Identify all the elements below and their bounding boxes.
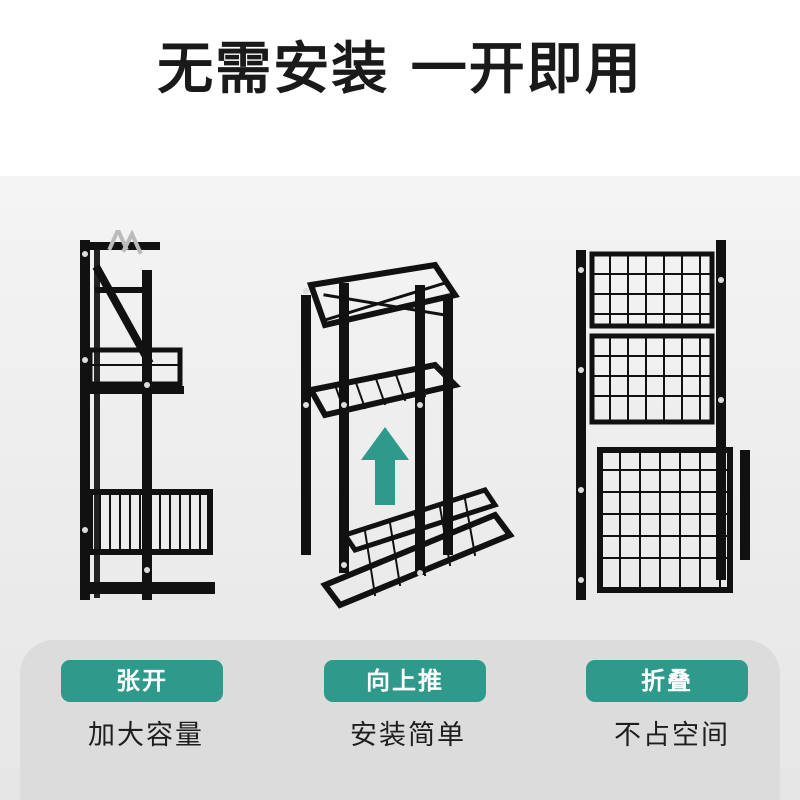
rack-image-folded <box>570 240 770 610</box>
up-arrow-icon <box>361 427 409 505</box>
folded-rack-illustration <box>576 240 750 600</box>
step-caption-push-up: 安装简单 <box>350 720 466 751</box>
step-label-open: 张开 <box>61 660 223 702</box>
headline: 无需安装 一开即用 <box>157 37 643 102</box>
step-caption-open: 加大容量 <box>88 720 204 751</box>
step-label-fold: 折叠 <box>586 660 748 702</box>
step-label-push-up: 向上推 <box>324 660 486 702</box>
rack-image-open <box>70 230 230 610</box>
step-caption-fold: 不占空间 <box>614 720 730 751</box>
open-rack-illustration <box>80 230 215 600</box>
half-folded-rack-illustration <box>301 261 515 609</box>
rack-image-push-up <box>295 255 515 615</box>
